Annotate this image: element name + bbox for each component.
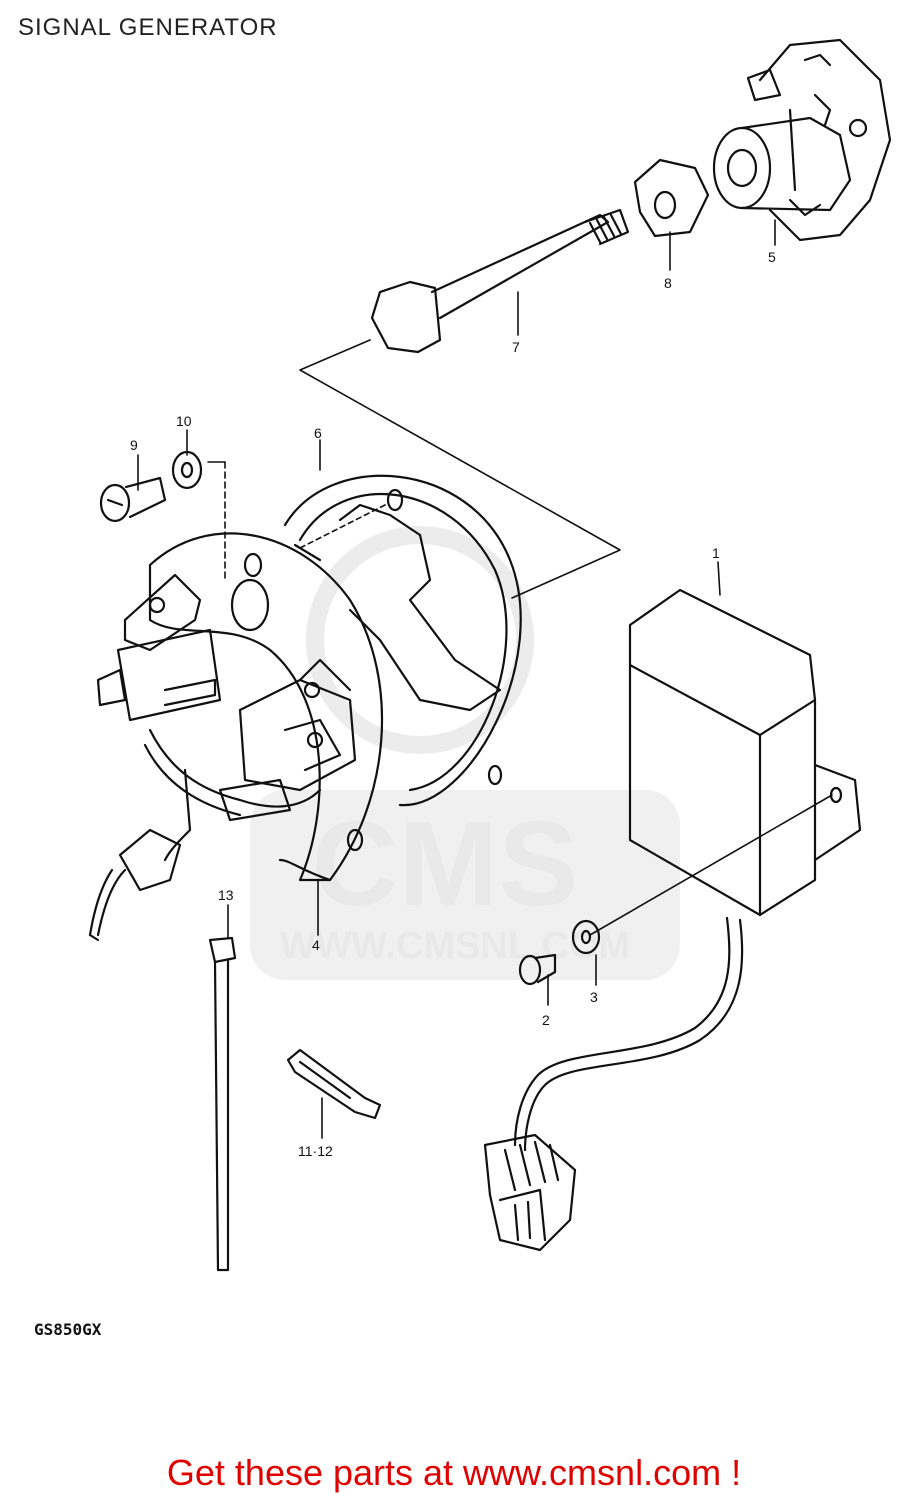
callout-8: 8 [664,275,672,291]
callout-3: 3 [590,989,598,1005]
callout-11-12: 11·12 [298,1143,333,1159]
callout-13: 13 [218,887,234,903]
screw-small [518,953,557,986]
rotor-assembly [712,38,892,242]
leader-lines [137,219,776,1139]
screw [99,476,167,523]
footer-link[interactable]: Get these parts at www.cmsnl.com ! [166,1452,742,1493]
washer [171,450,203,490]
callout-4: 4 [312,937,320,953]
long-bolt [370,208,630,354]
callout-1: 1 [712,545,720,561]
callout-10: 10 [176,413,192,429]
model-code: GS850GX [34,1320,102,1339]
diagram-title: SIGNAL GENERATOR [18,14,278,41]
hex-nut [633,158,710,238]
callout-9: 9 [130,437,138,453]
washer-small [571,919,601,955]
callout-7: 7 [512,339,520,355]
control-unit [513,588,862,1152]
callout-6: 6 [314,425,322,441]
watermark: CMS WWW.CMSNL.COM [250,526,680,980]
guide-lines [207,339,833,936]
callout-2: 2 [542,1012,550,1028]
gasket [283,474,522,807]
watermark-brand: CMS [312,797,579,931]
pickup-base-plate [88,532,384,942]
cable-tie [208,936,237,1272]
clamp [286,1048,382,1120]
watermark-url: WWW.CMSNL.COM [280,925,630,967]
callout-5: 5 [768,249,776,265]
wire-connector [483,1133,577,1252]
